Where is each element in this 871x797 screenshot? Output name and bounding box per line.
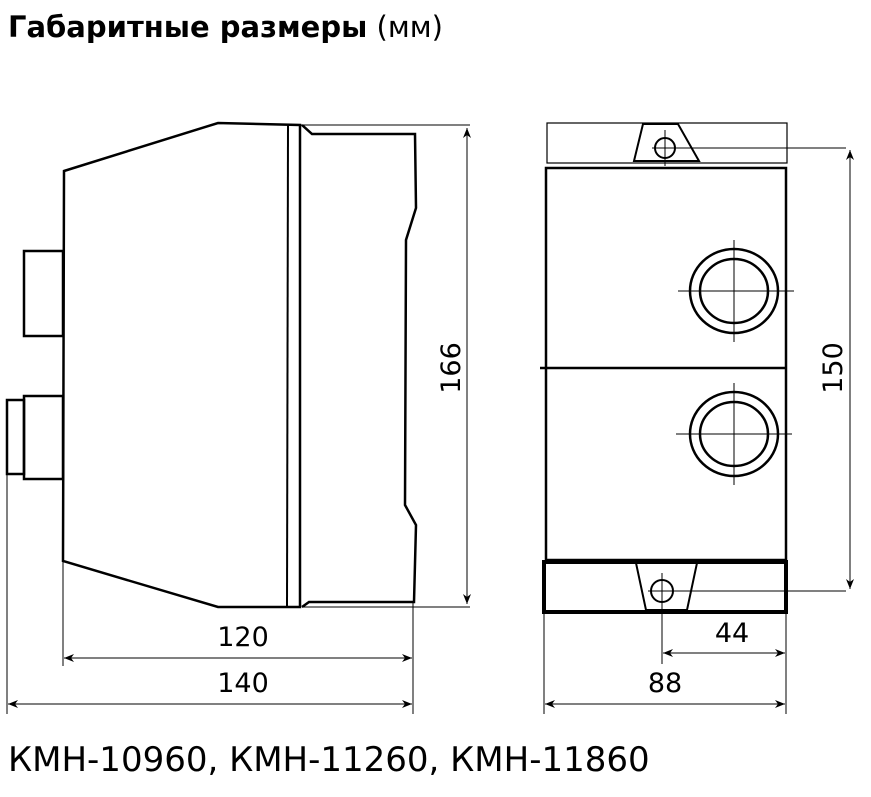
side-knob-bottom (22, 394, 65, 481)
side-view (5, 121, 471, 714)
dim-label-166: 166 (436, 342, 467, 394)
bottom-mount-lug (634, 562, 699, 611)
dim-label-88: 88 (648, 668, 682, 699)
dim-label-120: 120 (217, 622, 269, 653)
dim-label-44: 44 (715, 618, 749, 649)
side-housing (61, 121, 302, 609)
page-title: Габаритные размеры (мм) (8, 10, 443, 44)
front-view (540, 122, 854, 714)
model-list: КМН-10960, КМН-11260, КМН-11860 (8, 740, 650, 780)
dim-label-150: 150 (818, 342, 849, 394)
top-mount-lug (632, 123, 701, 162)
side-cover (301, 124, 418, 609)
side-seal-line (286, 124, 289, 608)
side-knob-top (22, 249, 65, 338)
front-housing (544, 166, 788, 562)
dim-label-140: 140 (217, 668, 269, 699)
title-unit: (мм) (376, 10, 443, 44)
title-main: Габаритные размеры (8, 10, 368, 44)
side-knob-bottom-cap (5, 398, 26, 476)
front-bottom-bracket (542, 560, 788, 614)
